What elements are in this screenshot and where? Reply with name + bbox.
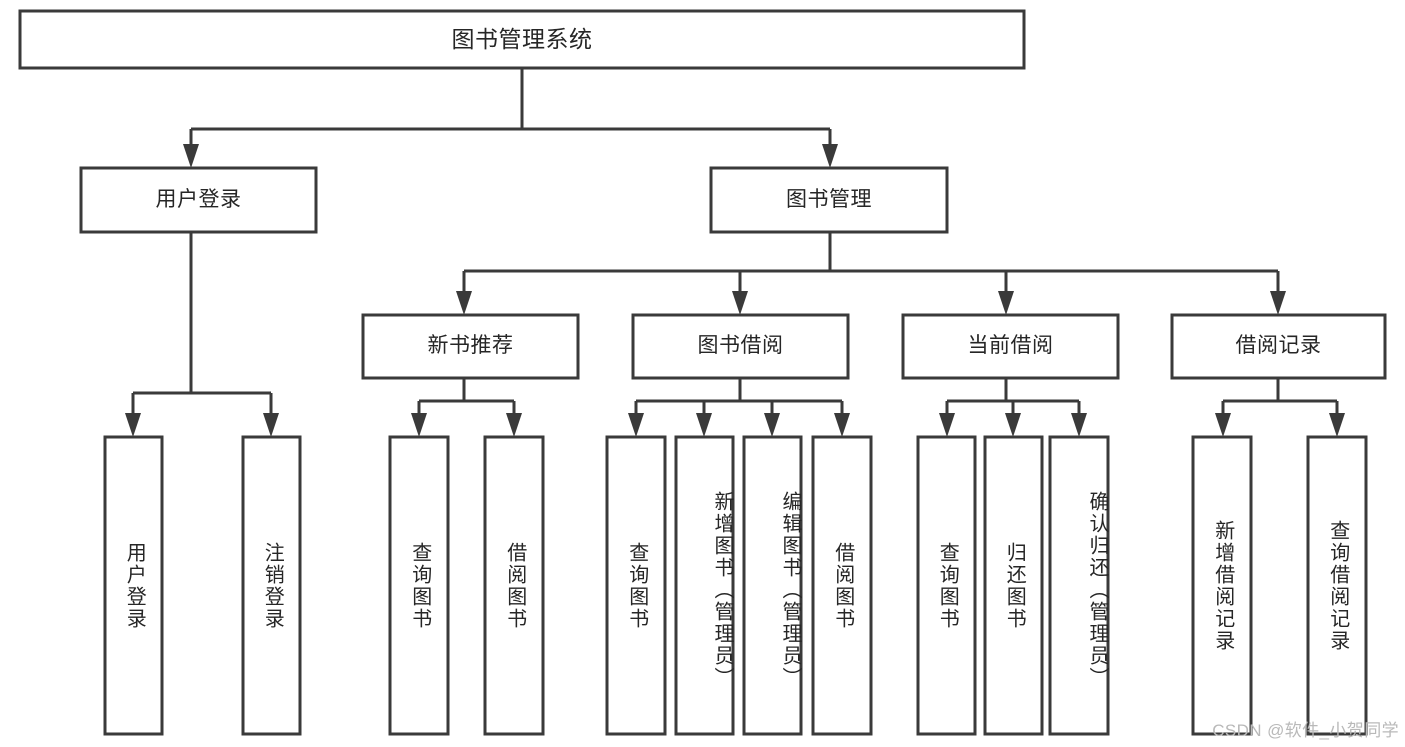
connector-group-root	[183, 68, 838, 168]
node-box-leaf-borrow-2[interactable]	[674, 435, 735, 736]
node-box-leaf-current-1[interactable]	[916, 435, 977, 736]
node-box-leaf-records-2[interactable]	[1306, 435, 1368, 736]
node-box-leaf-current-2[interactable]	[983, 435, 1044, 736]
node-box-root[interactable]	[18, 9, 1026, 70]
node-box-records[interactable]	[1170, 313, 1387, 380]
node-box-borrow[interactable]	[631, 313, 850, 380]
connector-group-bookmgmt	[456, 232, 1286, 315]
node-box-current[interactable]	[901, 313, 1120, 380]
connector-group-current	[939, 378, 1087, 437]
connector-group-newbook	[411, 378, 522, 437]
node-box-leaf-borrow-1[interactable]	[605, 435, 667, 736]
node-box-leaf-login-1[interactable]	[103, 435, 164, 736]
connector-group-records	[1215, 378, 1345, 437]
node-box-leaf-current-3[interactable]	[1048, 435, 1110, 736]
connector-group-borrow	[628, 378, 850, 437]
node-box-leaf-borrow-3[interactable]	[742, 435, 803, 736]
node-box-leaf-borrow-4[interactable]	[811, 435, 873, 736]
node-box-bookmgmt[interactable]	[709, 166, 949, 234]
connector-group-login	[125, 232, 279, 437]
node-box-leaf-newbook-1[interactable]	[388, 435, 450, 736]
node-box-newbook[interactable]	[361, 313, 580, 380]
node-box-leaf-login-2[interactable]	[241, 435, 302, 736]
node-box-leaf-newbook-2[interactable]	[483, 435, 545, 736]
node-box-login[interactable]	[79, 166, 318, 234]
node-box-leaf-records-1[interactable]	[1191, 435, 1253, 736]
